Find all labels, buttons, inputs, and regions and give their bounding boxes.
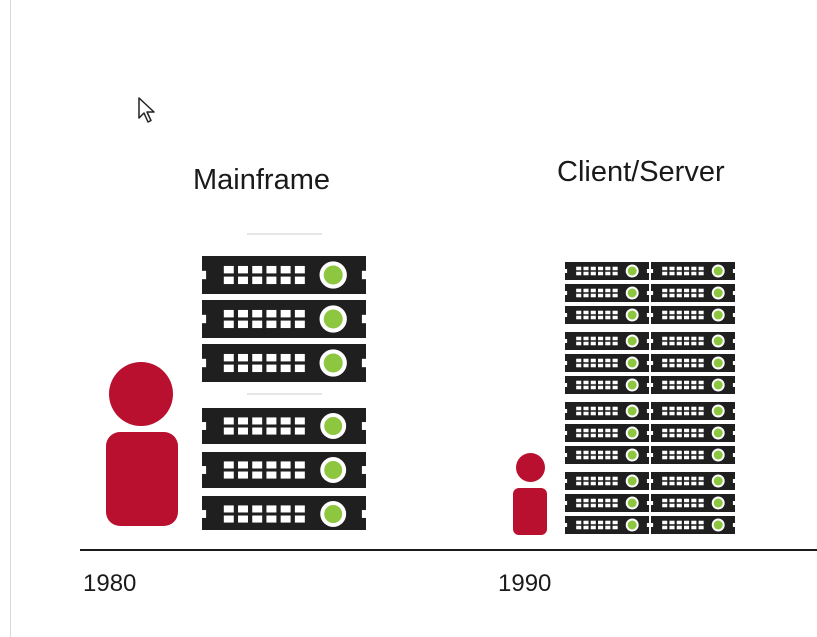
server-unit	[651, 516, 735, 534]
server-unit	[202, 344, 366, 382]
server-unit	[565, 354, 649, 372]
server-unit	[651, 354, 735, 372]
server-unit	[651, 262, 735, 280]
server-unit	[565, 284, 649, 302]
mainframe-server-rack-icon	[202, 233, 366, 530]
server-unit	[565, 446, 649, 464]
server-unit	[202, 300, 366, 338]
server-unit	[651, 306, 735, 324]
year-label-1990: 1990	[498, 570, 552, 597]
timeline-axis	[80, 549, 817, 551]
year-label-1980: 1980	[83, 570, 137, 597]
person-head	[109, 362, 173, 426]
server-unit	[565, 516, 649, 534]
server-unit	[565, 424, 649, 442]
server-unit	[565, 376, 649, 394]
server-unit	[651, 446, 735, 464]
server-unit	[651, 402, 735, 420]
server-unit	[202, 256, 366, 294]
server-unit	[565, 472, 649, 490]
server-unit	[651, 376, 735, 394]
left-border	[10, 0, 11, 637]
server-unit	[565, 332, 649, 350]
server-unit	[651, 332, 735, 350]
person-body	[513, 488, 547, 535]
person-icon-small	[513, 453, 547, 535]
server-unit	[565, 402, 649, 420]
server-unit	[565, 494, 649, 512]
person-body	[106, 432, 178, 526]
server-unit	[651, 424, 735, 442]
server-unit	[202, 496, 366, 530]
server-unit	[651, 284, 735, 302]
person-icon-large	[106, 362, 178, 526]
server-unit	[565, 306, 649, 324]
client-server-rack-icon	[565, 262, 735, 534]
server-unit	[202, 452, 366, 488]
mouse-cursor-icon	[138, 97, 155, 123]
client-server-title: Client/Server	[557, 156, 725, 188]
mainframe-title: Mainframe	[193, 164, 330, 196]
server-unit	[651, 472, 735, 490]
server-unit	[202, 408, 366, 444]
server-unit	[651, 494, 735, 512]
person-head	[516, 453, 545, 482]
server-unit	[565, 262, 649, 280]
